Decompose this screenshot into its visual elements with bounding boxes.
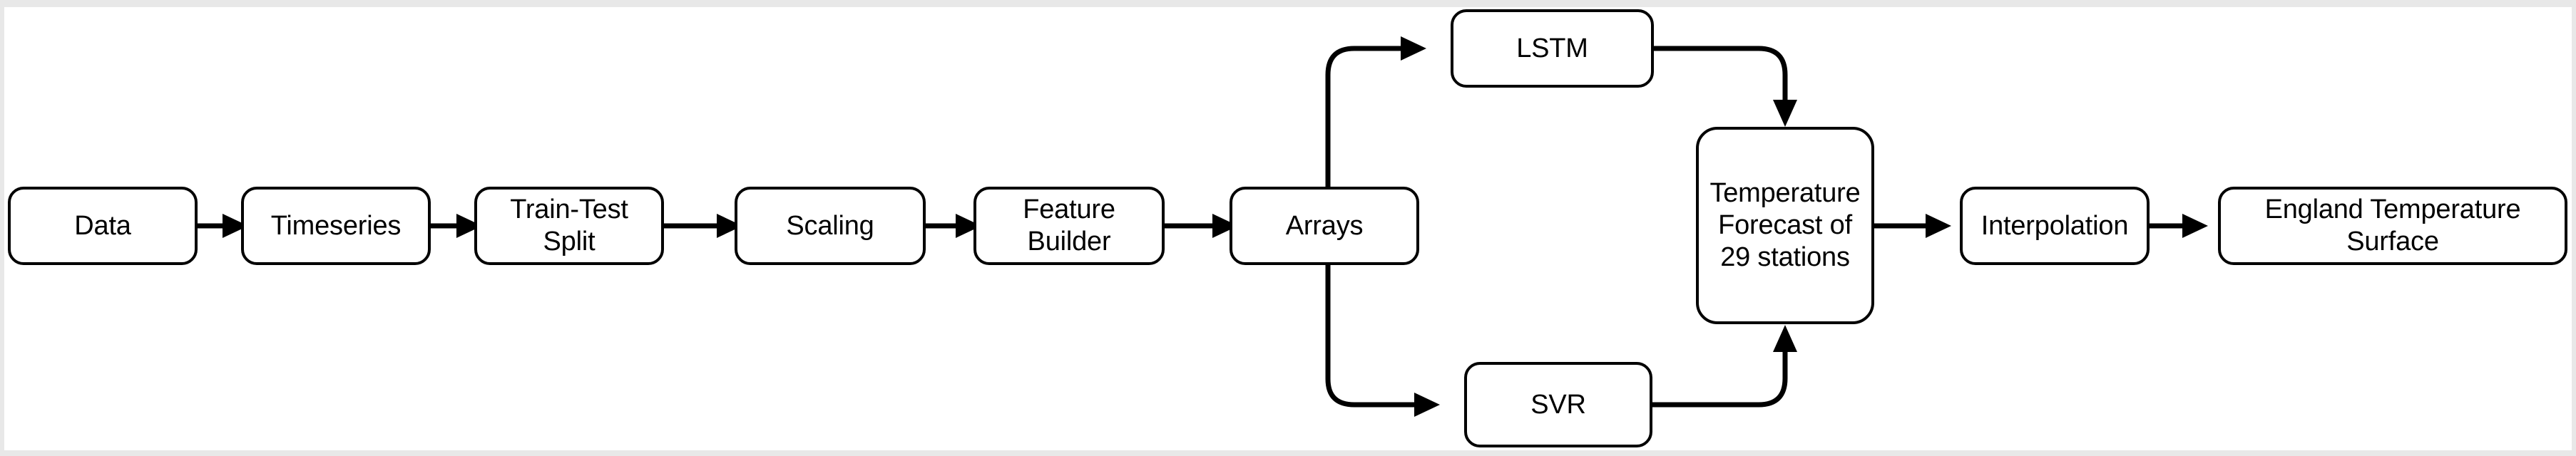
- node-timeseries[interactable]: Timeseries: [241, 187, 431, 265]
- node-svr[interactable]: SVR: [1464, 362, 1652, 447]
- edge-arrays-lstm: [1325, 36, 1426, 226]
- node-feature-builder-label: Feature Builder: [1023, 195, 1115, 256]
- edge-split-scaling: [664, 214, 742, 238]
- edge-forecast-interp: [1874, 214, 1951, 238]
- edge-scaling-feature: [926, 214, 981, 238]
- node-arrays[interactable]: Arrays: [1230, 187, 1419, 265]
- node-train-test-split[interactable]: Train-Test Split: [474, 187, 664, 265]
- node-timeseries-label: Timeseries: [270, 210, 402, 241]
- edge-timeseries-split: [431, 214, 482, 238]
- node-svr-label: SVR: [1530, 389, 1586, 420]
- node-train-test-split-label: Train-Test Split: [510, 195, 628, 256]
- node-england-temperature-surface[interactable]: England Temperature Surface: [2218, 187, 2567, 265]
- node-temperature-forecast-label: Temperature Forecast of 29 stations: [1709, 178, 1861, 272]
- node-feature-builder[interactable]: Feature Builder: [973, 187, 1165, 265]
- node-data[interactable]: Data: [8, 187, 198, 265]
- edge-feature-arrays: [1165, 214, 1238, 238]
- edge-lstm-forecast: [1654, 46, 1797, 127]
- node-scaling[interactable]: Scaling: [735, 187, 926, 265]
- edge-arrays-svr: [1325, 226, 1440, 417]
- edge-data-timeseries: [198, 214, 248, 238]
- node-interpolation-label: Interpolation: [1980, 210, 2129, 241]
- node-temperature-forecast[interactable]: Temperature Forecast of 29 stations: [1696, 127, 1874, 324]
- node-interpolation[interactable]: Interpolation: [1960, 187, 2150, 265]
- node-england-temperature-surface-label: England Temperature Surface: [2264, 195, 2521, 256]
- edge-interp-surface: [2150, 214, 2208, 238]
- node-scaling-label: Scaling: [786, 210, 874, 241]
- node-arrays-label: Arrays: [1285, 210, 1364, 241]
- node-lstm[interactable]: LSTM: [1451, 9, 1654, 88]
- node-data-label: Data: [74, 210, 131, 241]
- edge-svr-forecast: [1652, 325, 1797, 408]
- node-lstm-label: LSTM: [1516, 33, 1588, 63]
